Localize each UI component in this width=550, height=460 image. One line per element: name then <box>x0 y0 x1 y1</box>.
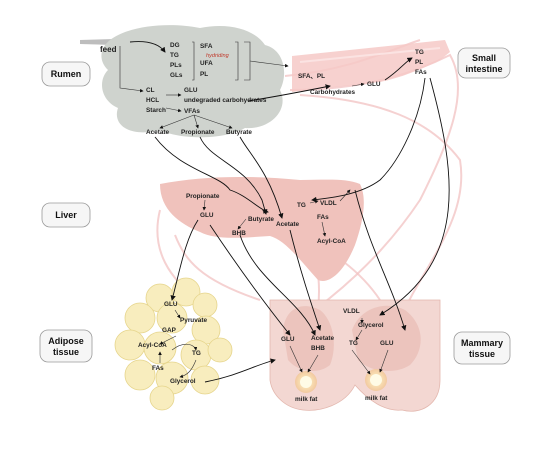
tissue-label-small-intestine: Small intestine <box>457 47 511 79</box>
si-tg: TG <box>415 49 424 56</box>
feed-label: feed <box>100 45 117 54</box>
rumen-gls: GLs <box>170 72 183 79</box>
rumen-propionate: Propionate <box>181 129 215 136</box>
tissue-label-rumen: Rumen <box>41 61 91 87</box>
si-carbohydrates: Carbohydrates <box>310 89 356 96</box>
adipose-label-2: tissue <box>53 347 79 357</box>
mammary-label-1: Mammary <box>461 338 503 348</box>
adipose-label-1: Adipose <box>48 336 84 346</box>
mammary-tg: TG <box>349 340 358 347</box>
liver-bhb: BHB <box>232 230 246 237</box>
mammary-glycerol: Glycerol <box>358 322 384 329</box>
liver-label: Liver <box>55 210 77 220</box>
rumen-label: Rumen <box>51 69 82 79</box>
liver-tg: TG <box>297 202 306 209</box>
rumen-ufa: UFA <box>200 60 213 67</box>
rumen-to-intestine-fat-arrow <box>249 60 289 68</box>
liver-organ <box>160 176 364 281</box>
mammary-acetate: Acetate <box>311 335 335 342</box>
adipose-glu: GLU <box>164 301 178 308</box>
pathway-arrows <box>119 41 450 383</box>
small-intestine-label-2: intestine <box>465 64 502 74</box>
liver-fas: FAs <box>317 214 329 221</box>
rumen-dg: DG <box>170 42 180 49</box>
mammary-organ <box>269 299 441 412</box>
rumen-organ <box>101 25 285 138</box>
tissue-label-adipose: Adipose tissue <box>39 329 93 363</box>
liver-propionate: Propionate <box>186 193 220 200</box>
adipose-fas: FAs <box>152 365 164 372</box>
rumen-pl: PL <box>200 71 208 78</box>
adipose-acyl-coa: Acyl-CoA <box>138 342 167 349</box>
liver-vldl: VLDL <box>320 200 337 207</box>
mammary-vldl: VLDL <box>343 308 360 315</box>
rumen-acetate: Acetate <box>146 129 170 136</box>
adipose-organ <box>114 277 233 411</box>
rumen-glu: GLU <box>184 87 198 94</box>
mammary-milk-fat-right: milk fat <box>365 395 388 402</box>
rumen-undegraded: undegraded carbohydrates <box>184 97 267 104</box>
rumen-tg: TG <box>170 52 179 59</box>
mammary-milk-fat-left: milk fat <box>295 396 318 403</box>
mammary-glu-right: GLU <box>380 340 394 347</box>
tissue-label-mammary: Mammary tissue <box>453 331 511 365</box>
si-fas: FAs <box>415 69 427 76</box>
rumen-hcl: HCL <box>146 97 159 104</box>
si-glu: GLU <box>367 81 381 88</box>
si-sfa-pl: SFA、PL <box>298 73 325 80</box>
mammary-label-2: tissue <box>469 349 495 359</box>
rumen-butyrate: Butyrate <box>226 129 252 136</box>
liver-glu: GLU <box>200 212 214 219</box>
small-intestine-organ <box>292 40 450 92</box>
rumen-hydriding: hydriding <box>206 53 230 59</box>
rumen-starch: Starch <box>146 107 166 114</box>
mammary-bhb: BHB <box>311 345 325 352</box>
rumen-bracket-right <box>235 41 239 81</box>
intestine-highlight <box>299 47 441 63</box>
small-intestine-label-1: Small <box>472 53 496 63</box>
rumen-pls: PLs <box>170 62 182 69</box>
rumen-bracket-left <box>192 41 195 81</box>
liver-acyl-coa: Acyl-CoA <box>317 238 346 245</box>
rumen-vfas: VFAs <box>184 108 200 115</box>
tissue-label-liver: Liver <box>41 202 91 228</box>
rumen-cl: CL <box>146 87 155 94</box>
adipose-glycerol: Glycerol <box>170 378 196 385</box>
adipose-gap: GAP <box>162 327 177 334</box>
mammary-glu-left: GLU <box>281 336 295 343</box>
liver-butyrate: Butyrate <box>248 216 274 223</box>
liver-acetate: Acetate <box>276 221 300 228</box>
adipose-tg: TG <box>192 350 201 357</box>
adipose-pyruvate: Pyruvate <box>180 317 207 324</box>
rumen-sfa: SFA <box>200 43 213 50</box>
si-pl: PL <box>415 59 423 66</box>
